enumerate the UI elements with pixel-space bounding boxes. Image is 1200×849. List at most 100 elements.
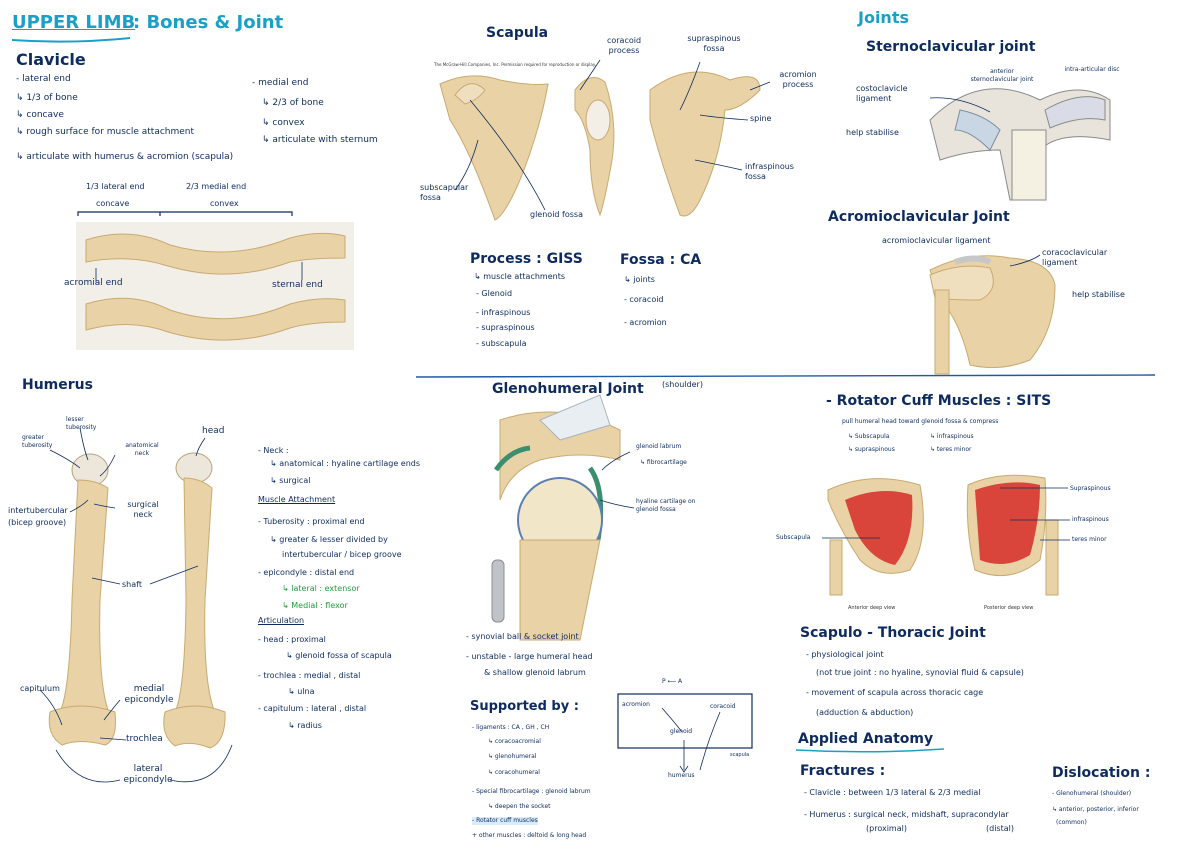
fracture-clavicle: - Clavicle : between 1/3 lateral & 2/3 m… (804, 788, 981, 797)
infraspinous-muscle-label: infraspinous (1072, 516, 1109, 523)
glenoid-fossa-label: glenoid fossa (530, 210, 583, 219)
process-item-1: ↳ muscle attachments (474, 272, 565, 281)
other-muscles-item: + other muscles : deltoid & long head (472, 832, 587, 839)
clavicle-medial-1: - medial end (252, 78, 309, 88)
rotator-right-1: ↳ infraspinous (930, 433, 974, 440)
st-note-4: (adduction & abduction) (816, 708, 914, 717)
diagram-scapula: scapula (730, 752, 750, 758)
clavicle-lateral-third: 1/3 lateral end (86, 182, 145, 191)
process-item-3: - infraspinous (476, 308, 531, 317)
fossa-heading: Fossa : CA (620, 252, 702, 268)
subscapula-muscle-label: Subscapula (776, 534, 811, 541)
artic-note-5: - capitulum : lateral , distal (258, 704, 367, 713)
artic-note-2: ↳ glenoid fossa of scapula (286, 651, 392, 660)
rotator-left-2: ↳ supraspinous (848, 446, 895, 453)
posterior-view-caption: Posterior deep view (984, 605, 1034, 611)
muscle-note-2: ↳ greater & lesser divided by (270, 535, 388, 544)
scapula-copyright: The McGraw-Hill Companies, Inc. Permissi… (434, 62, 596, 67)
supported-item-2: ↳ coracoacromial (488, 738, 541, 745)
coracoid-process-label: coracoid process (606, 36, 642, 55)
acl-label: acromioclavicular ligament (882, 236, 991, 245)
page-title: UPPER LIMB (12, 12, 136, 33)
fibrocartilage-label: ↳ fibrocartilage (640, 459, 687, 466)
dislocation-item-2: ↳ anterior, posterior, inferior (1052, 806, 1139, 813)
fossa-item-2: - coracoid (624, 295, 664, 304)
clavicle-medial-third: 2/3 medial end (186, 182, 247, 191)
bicep-groove-label: (bicep groove) (8, 518, 67, 527)
humerus-heading: Humerus (22, 377, 93, 393)
ccl-label: coracoclavicular ligament (1042, 248, 1108, 267)
neck-note-1: - Neck : (258, 446, 289, 455)
intra-articular-disc-label: intra-articular disc (1064, 66, 1120, 73)
st-note-2: (not true joint : no hyaline, synovial f… (816, 668, 1024, 677)
hyaline-cartilage-label: hyaline cartilage on glenoid fossa (636, 498, 696, 513)
supported-heading: Supported by : (470, 699, 579, 714)
greater-tuberosity-label: greater tuberosity (22, 434, 53, 449)
rotator-cuff-heading: - Rotator Cuff Muscles : SITS (826, 393, 1052, 409)
supported-item-3: ↳ glenohumeral (488, 753, 537, 760)
clavicle-medial-3: ↳ convex (262, 118, 305, 128)
muscle-note-4: - epicondyle : distal end (258, 568, 355, 577)
supported-item-4: ↳ coracohumeral (488, 769, 540, 776)
surgical-neck-label: surgical neck (127, 500, 159, 519)
shaft-label: shaft (122, 580, 142, 589)
fractures-heading: Fractures : (800, 763, 886, 779)
dislocation-heading: Dislocation : (1052, 765, 1151, 781)
gh-note-2: - unstable - large humeral head (466, 652, 593, 661)
medial-flexor-note: ↳ Medial : flexor (282, 601, 348, 610)
supported-item-5: - Special fibrocartilage : glenoid labru… (472, 788, 591, 795)
muscle-attachment-heading: Muscle Attachment (258, 495, 336, 504)
supported-item-6: ↳ deepen the socket (488, 803, 551, 810)
clavicle-lateral-2: ↳ 1/3 of bone (16, 93, 78, 103)
artic-note-4: ↳ ulna (288, 687, 315, 696)
gh-note-1: - synovial ball & socket joint (466, 632, 579, 641)
glenohumeral-sub: (shoulder) (662, 380, 703, 389)
fracture-distal: (distal) (986, 824, 1014, 833)
gh-note-3: & shallow glenoid labrum (484, 668, 586, 677)
costoclavicle-label: costoclavicle ligament (856, 84, 908, 103)
acromioclavicular-heading: Acromioclavicular Joint (828, 209, 1010, 225)
diagram-glenoid: glenoid (670, 728, 693, 735)
joints-heading: Joints (858, 8, 909, 27)
scapulothoracic-heading: Scapulo - Thoracic Joint (800, 625, 986, 641)
diagram-acromion: acromion (622, 701, 650, 708)
lateral-epicondyle-label: lateral epicondyle (123, 764, 173, 785)
clavicle-lateral-3: ↳ concave (16, 110, 64, 120)
rotator-cuff-sub: pull humeral head toward glenoid fossa &… (842, 418, 999, 425)
page-subtitle: : Bones & Joint (133, 12, 284, 33)
clavicle-medial-4: ↳ articulate with sternum (262, 135, 378, 145)
acromial-end-label: acromial end (64, 278, 123, 288)
process-heading: Process : GISS (470, 251, 583, 267)
clavicle-medial-2: ↳ 2/3 of bone (262, 98, 324, 108)
process-item-5: - subscapula (476, 339, 527, 348)
glenohumeral-heading: Glenohumeral Joint (492, 381, 644, 397)
glenoid-labrum-label: glenoid labrum (636, 443, 682, 450)
teres-minor-muscle-label: teres minor (1072, 536, 1107, 543)
supraspinous-fossa-label: supraspinous fossa (687, 34, 741, 53)
artic-note-3: - trochlea : medial , distal (258, 671, 361, 680)
neck-note-3: ↳ surgical (270, 476, 311, 485)
spine-label: spine (750, 114, 772, 123)
fracture-humerus: - Humerus : surgical neck, midshaft, sup… (804, 810, 1009, 819)
st-note-3: - movement of scapula across thoracic ca… (806, 688, 984, 697)
clavicle-lateral-4: ↳ rough surface for muscle attachment (16, 127, 195, 137)
clavicle-lateral-5: ↳ articulate with humerus & acromion (sc… (16, 152, 234, 162)
process-item-2: - Glenoid (476, 289, 513, 298)
scapula-heading: Scapula (486, 25, 549, 41)
ac-help-label: help stabilise (1072, 290, 1125, 299)
anatomical-neck-label: anatomical neck (125, 442, 159, 457)
articulation-heading: Articulation (258, 616, 305, 625)
rotator-right-2: ↳ teres minor (930, 446, 972, 453)
muscle-note-3: intertubercular / bicep groove (282, 550, 402, 559)
artic-note-1: - head : proximal (258, 635, 326, 644)
supraspinous-muscle-label: Supraspinous (1070, 485, 1111, 492)
diagram-coracoid: coracoid (710, 703, 736, 710)
sc-help-label: help stabilise (846, 128, 899, 137)
sternal-end-label: sternal end (272, 280, 323, 290)
capitulum-label: capitulum (20, 684, 60, 693)
rotator-left-1: ↳ Subscapula (848, 433, 890, 440)
artic-note-6: ↳ radius (288, 721, 322, 730)
fracture-proximal: (proximal) (866, 824, 907, 833)
head-label: head (202, 426, 225, 436)
